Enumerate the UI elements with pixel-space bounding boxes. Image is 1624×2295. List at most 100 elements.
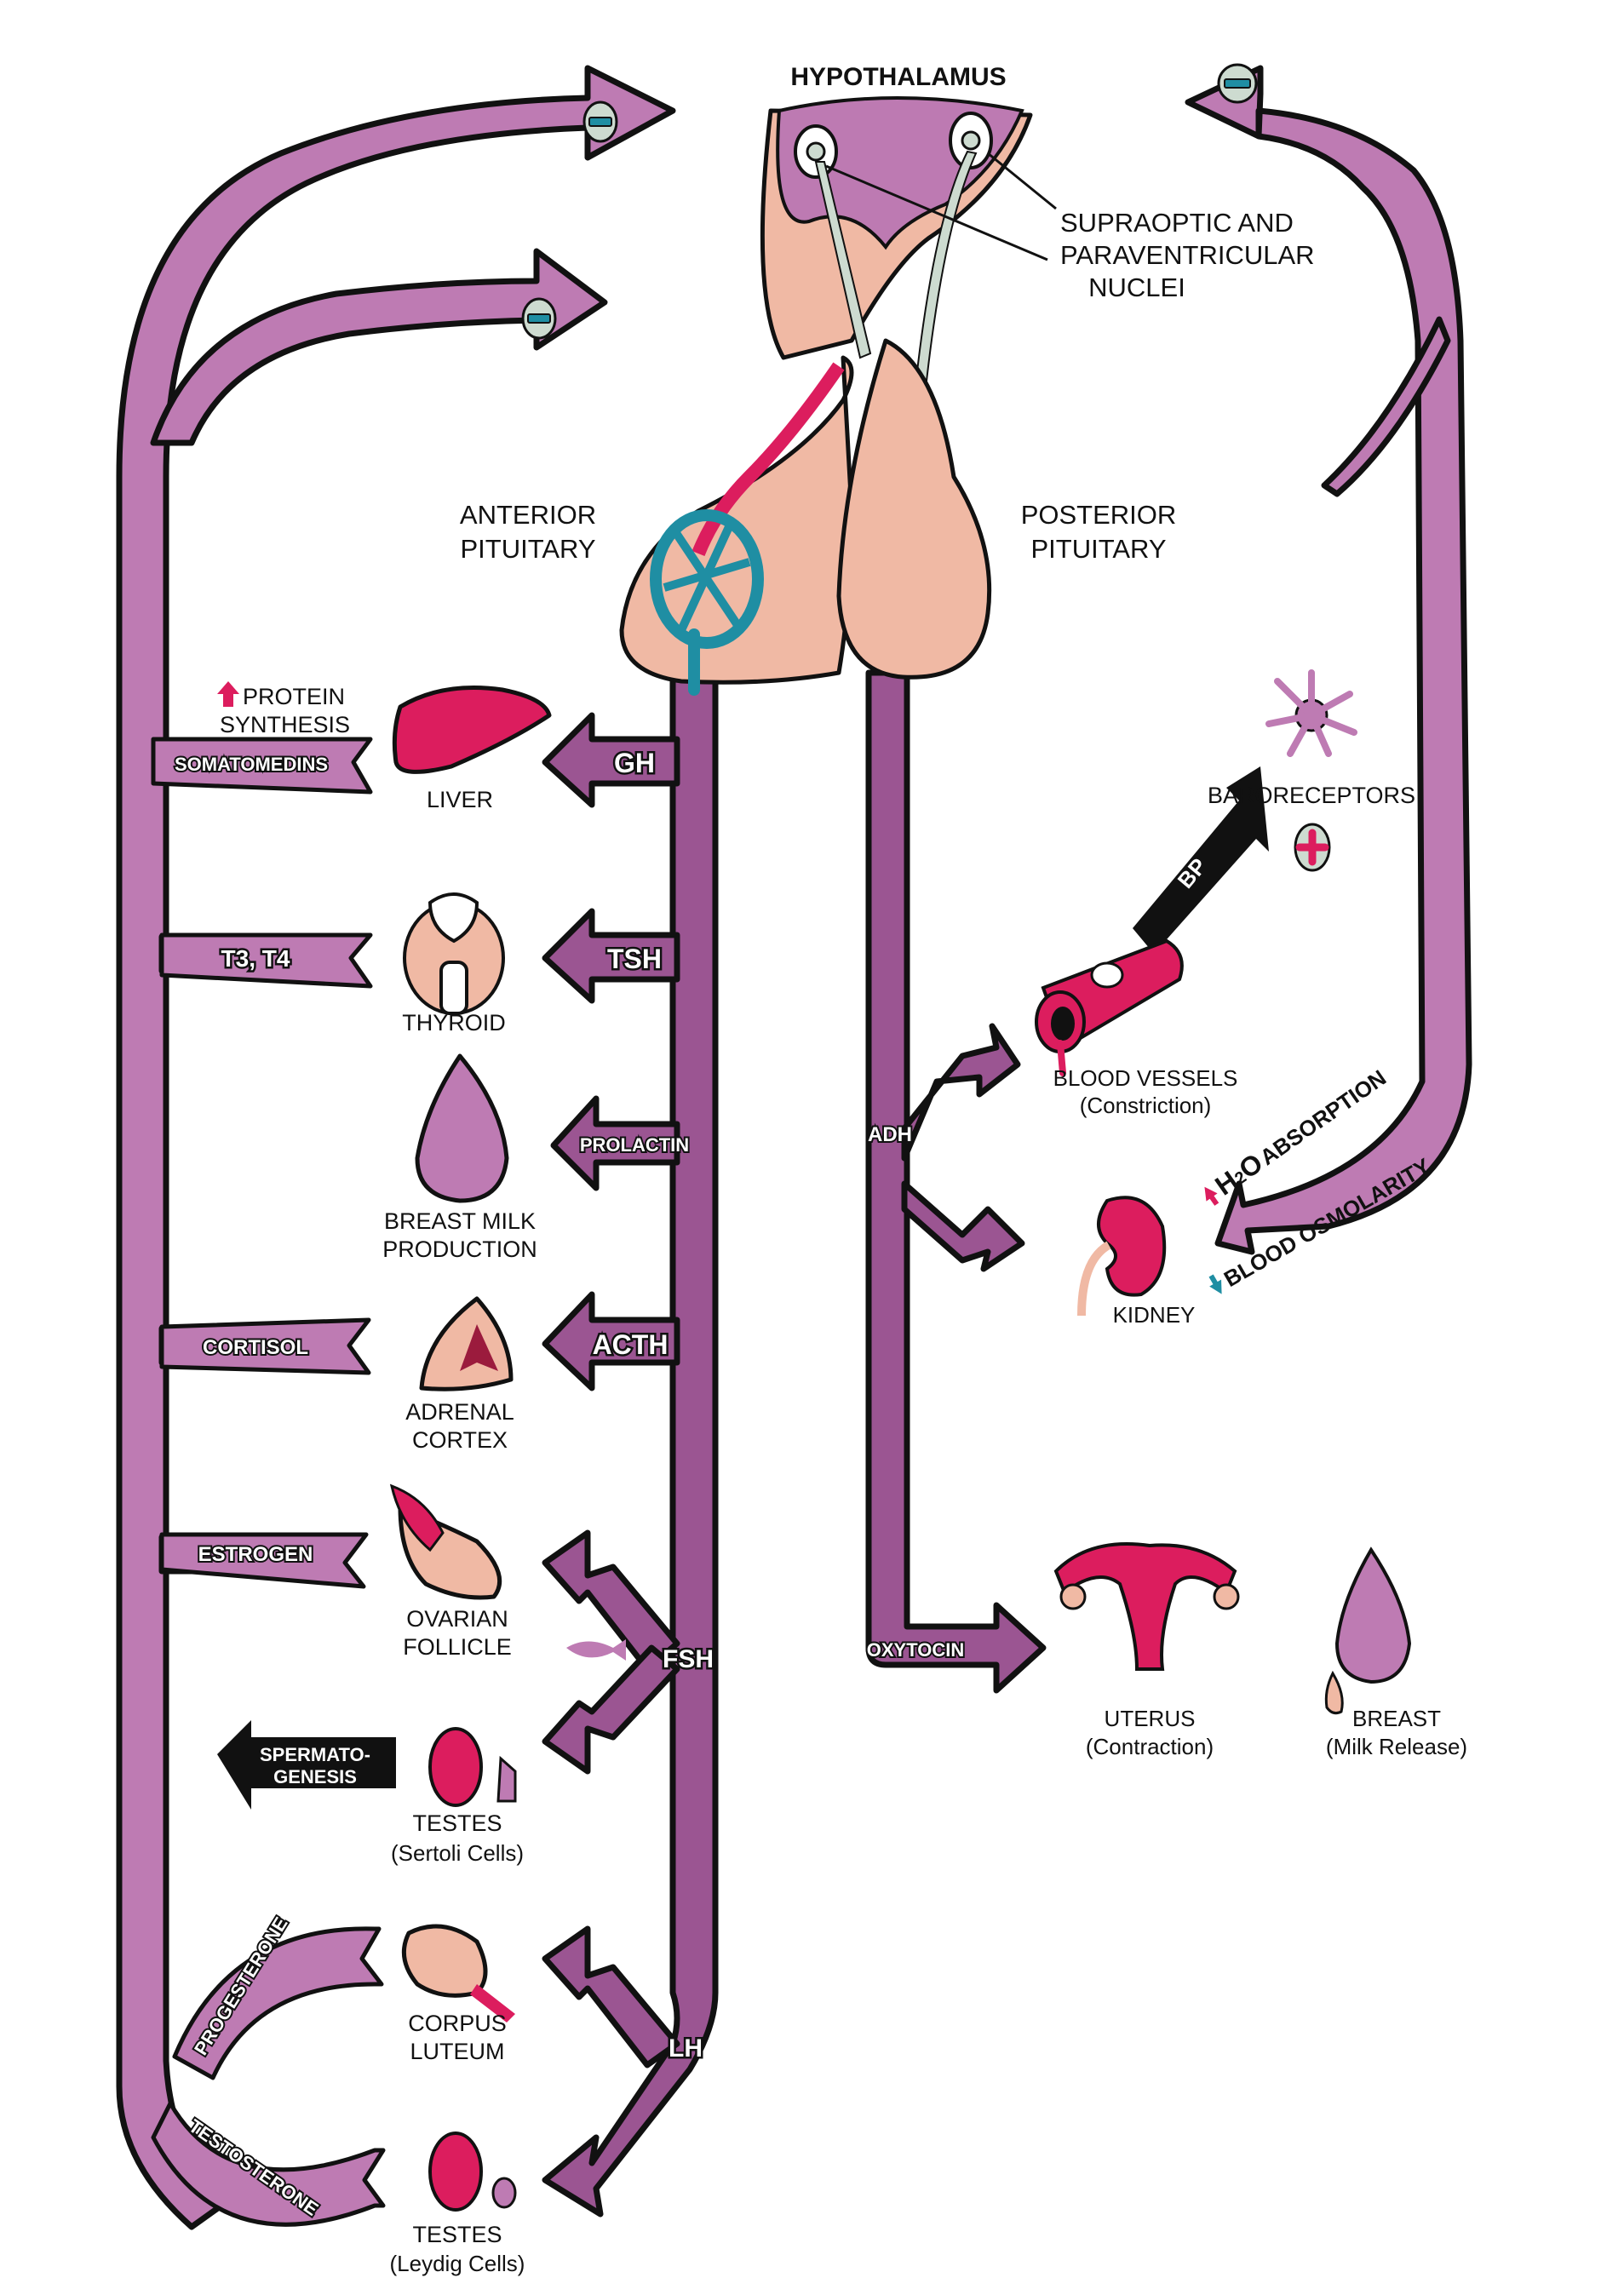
anterior-trunk bbox=[542, 669, 719, 2218]
spermatogenesis-arrow bbox=[217, 1720, 396, 1810]
thyroid-icon bbox=[403, 892, 505, 1015]
lh-arrow-up bbox=[542, 1925, 680, 2068]
stimulate-sign bbox=[1294, 823, 1331, 872]
baroreceptor-nerve bbox=[1321, 316, 1451, 497]
feedback-inner-arrow bbox=[150, 248, 608, 446]
adh-label: ADH bbox=[868, 1123, 912, 1146]
breast-note: (Milk Release) bbox=[1326, 1734, 1467, 1759]
posterior-hormone-trunk bbox=[865, 669, 1047, 1694]
estrogen-label: ESTROGEN bbox=[198, 1543, 313, 1566]
ribbon-progesterone bbox=[172, 1926, 384, 2080]
uterus-note: (Contraction) bbox=[1086, 1734, 1214, 1759]
anterior-pituitary-label-2: PITUITARY bbox=[460, 534, 595, 564]
adrenal-label-2: CORTEX bbox=[412, 1427, 508, 1453]
oxytocin-label: OXYTOCIN bbox=[867, 1639, 965, 1661]
spermatogenesis-label-2: GENESIS bbox=[273, 1766, 357, 1787]
uterus-label: UTERUS bbox=[1105, 1706, 1196, 1731]
testes-leydig-label-2: (Leydig Cells) bbox=[390, 2251, 525, 2276]
ribbon-somatomedins bbox=[151, 737, 373, 795]
corpus-luteum-ligament bbox=[470, 1984, 515, 2022]
adh-arrow-vessels bbox=[901, 1023, 1021, 1162]
sertoli-cell-icon bbox=[496, 1755, 517, 1803]
protein-synthesis-label-2: SYNTHESIS bbox=[220, 712, 350, 737]
gh-arrow bbox=[542, 712, 680, 808]
acth-label: ACTH bbox=[593, 1329, 669, 1360]
baroreceptor-neuron-icon bbox=[1265, 669, 1357, 757]
protein-synthesis-label-1: PROTEIN bbox=[243, 684, 345, 709]
lh-label: LH bbox=[669, 2034, 703, 2063]
corpus-luteum-icon bbox=[401, 1924, 488, 1998]
ribbon-testosterone bbox=[151, 2101, 386, 2227]
breast-icon bbox=[415, 1053, 509, 1203]
testes-leydig-icon bbox=[428, 2131, 483, 2212]
breast-label: BREAST bbox=[1352, 1706, 1441, 1731]
inhibit-sign-right bbox=[1217, 63, 1258, 104]
nuclei-leader-line-1 bbox=[825, 164, 1048, 261]
adrenal-medulla-icon bbox=[460, 1324, 498, 1371]
breast-milk-release-icon bbox=[1324, 1546, 1412, 1715]
nuclei-leader-line-2 bbox=[987, 152, 1057, 210]
bp-up-arrow bbox=[1133, 766, 1269, 954]
hypothalamus-pituitary bbox=[619, 96, 1057, 696]
ovarian-label-1: OVARIAN bbox=[406, 1606, 508, 1632]
increase-arrow-icon bbox=[217, 681, 239, 707]
decrease-arrow-icon bbox=[1208, 1274, 1222, 1294]
corpus-luteum-label-1: CORPUS bbox=[408, 2011, 507, 2036]
blood-vessels-label: BLOOD VESSELS bbox=[1053, 1065, 1238, 1091]
posterior-pituitary-label-1: POSTERIOR bbox=[1021, 500, 1177, 530]
corpus-luteum-label-2: LUTEUM bbox=[410, 2039, 504, 2064]
nuclei-label-3: NUCLEI bbox=[1088, 273, 1185, 302]
tsh-label: TSH bbox=[607, 944, 662, 974]
kidney-label: KIDNEY bbox=[1113, 1302, 1196, 1328]
liver-icon bbox=[392, 686, 552, 774]
thyroid-label: THYROID bbox=[402, 1010, 506, 1036]
nuclei-label-1: SUPRAOPTIC AND bbox=[1060, 208, 1294, 238]
leydig-cell-icon bbox=[491, 2177, 517, 2209]
breast-milk-label-2: PRODUCTION bbox=[382, 1236, 537, 1262]
fsh-label: FSH bbox=[663, 1645, 714, 1673]
nuclei-label-2: PARAVENTRICULAR bbox=[1060, 240, 1315, 270]
anterior-pituitary-label-1: ANTERIOR bbox=[460, 500, 596, 530]
prolactin-arrow bbox=[550, 1095, 680, 1191]
blood-vessels-note: (Constriction) bbox=[1080, 1093, 1212, 1118]
blood-vessel-icon bbox=[1035, 938, 1184, 1076]
right-feedback-band bbox=[1185, 65, 1472, 1255]
adh-arrow-kidney bbox=[901, 1180, 1025, 1272]
ovarian-label-2: FOLLICLE bbox=[403, 1634, 512, 1660]
kidney-icon bbox=[1077, 1196, 1167, 1317]
testes-leydig-label-1: TESTES bbox=[412, 2222, 502, 2247]
baroreceptors-label: BARORECEPTORS bbox=[1208, 783, 1415, 808]
anterior-hormone-trunk bbox=[542, 669, 719, 2218]
increase-arrow-icon bbox=[1204, 1186, 1219, 1206]
posterior-trunk bbox=[865, 669, 1047, 1694]
ribbon-estrogen bbox=[159, 1532, 369, 1589]
testes-sertoli-icon bbox=[428, 1727, 483, 1807]
portal-capillary-network bbox=[650, 362, 845, 696]
inhibit-sign-upper bbox=[582, 100, 618, 143]
organs bbox=[217, 669, 1412, 2212]
adrenal-cortex-icon bbox=[419, 1296, 514, 1391]
adrenal-label-1: ADRENAL bbox=[405, 1399, 514, 1425]
testes-sertoli-label-2: (Sertoli Cells) bbox=[391, 1840, 524, 1866]
fsh-arrow-up bbox=[542, 1529, 680, 1672]
uterus-icon bbox=[1053, 1542, 1240, 1671]
spermatogenesis-label-1: SPERMATO- bbox=[260, 1744, 370, 1765]
liver-label: LIVER bbox=[427, 787, 493, 812]
t3-t4-label: T3, T4 bbox=[221, 945, 290, 972]
supraoptic-nucleus bbox=[794, 124, 872, 359]
prolactin-label: PROLACTIN bbox=[580, 1134, 689, 1156]
fish-icon bbox=[566, 1639, 626, 1661]
posterior-pituitary-label-2: PITUITARY bbox=[1030, 534, 1166, 564]
fsh-arrow-down bbox=[542, 1644, 680, 1775]
right-feedback-loop bbox=[1185, 63, 1472, 1255]
acth-arrow bbox=[542, 1291, 680, 1391]
hypothalamus-label: HYPOTHALAMUS bbox=[790, 63, 1006, 91]
ribbon-t3t4 bbox=[159, 932, 373, 989]
fallopian-fimbriae-icon bbox=[389, 1483, 445, 1552]
breast-milk-label-1: BREAST MILK bbox=[384, 1208, 536, 1234]
posterior-pituitary bbox=[836, 338, 992, 680]
product-ribbons bbox=[151, 737, 386, 2227]
gh-label: GH bbox=[614, 748, 655, 778]
inhibit-sign-lower bbox=[521, 297, 557, 340]
